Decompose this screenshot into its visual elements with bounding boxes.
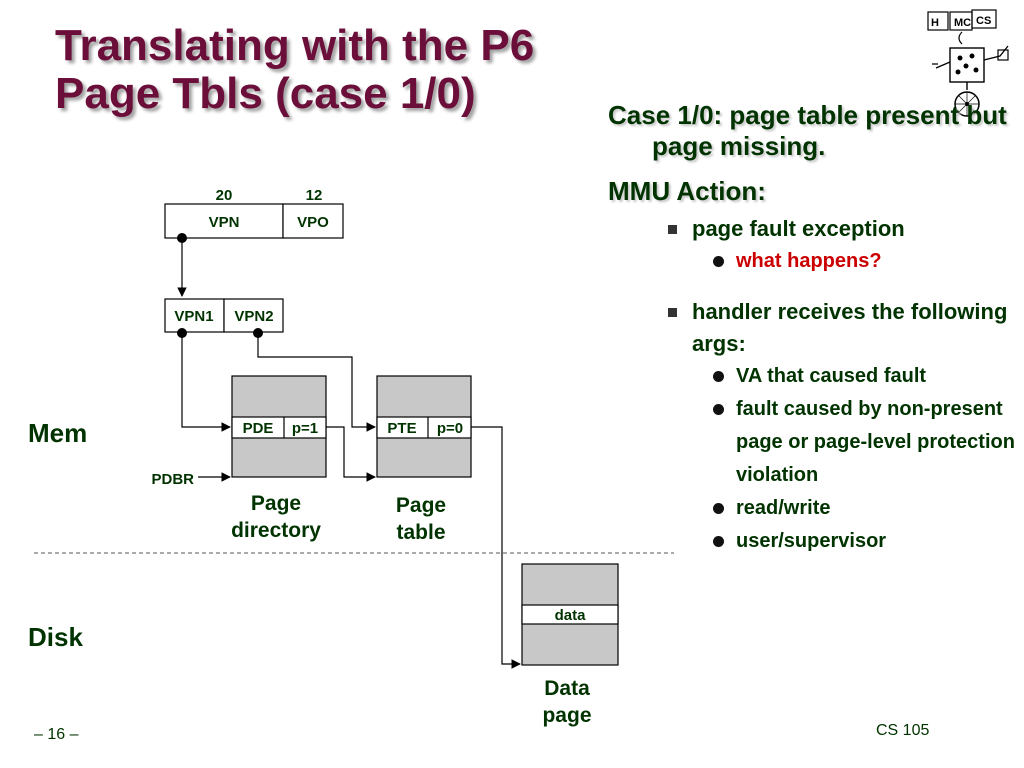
round-bullet-icon [713,256,724,267]
data-label: data [555,607,587,624]
slide-title: Translating with the P6 Page Tbls (case … [55,21,535,118]
case-description: Case 1/0: page table present but page mi… [608,100,1007,161]
round-bullet-icon [713,503,724,514]
vpo-field [282,203,344,239]
vpn-label: VPN [209,214,240,231]
mem-label: Mem [28,418,88,448]
vpn1-label: VPN1 [174,308,213,325]
vpn1-field [164,298,225,333]
page-table-label-line2: table [396,521,445,544]
round-bullet-icon [713,371,724,382]
sub-bullet-va: VA that caused fault [608,360,1018,393]
bullet-text: handler receives the following args: [692,299,1008,356]
data-entry [521,604,619,625]
sub-bullet-user-supervisor: user/supervisor [608,525,1018,558]
slide-number: – 16 – [34,726,79,743]
course-label: CS 105 [876,722,930,739]
svg-text:H: H [931,17,939,29]
sub-bullet-what-happens: what happens? [608,245,1018,278]
bullet-handler-args: handler receives the following args: [608,296,1018,360]
round-bullet-icon [713,404,724,415]
sub-bullet-text: user/supervisor [736,530,887,552]
pde-to-page-table-arrow [326,426,376,482]
sub-bullet-text: read/write [736,497,831,519]
svg-text:MC: MC [954,17,971,29]
data-page-label-line1: Data [544,677,590,700]
right-text-panel: Case 1/0: page table present but page mi… [608,100,1018,558]
pde-present-flag: p=1 [292,420,318,437]
pde-label: PDE [243,420,274,437]
vpn-field [164,203,284,239]
square-bullet-icon [668,225,677,234]
vpn-bits-label: 20 [216,187,233,204]
svg-text:CS: CS [976,15,991,27]
hmc-cs-logo: H MC CS [927,9,1009,117]
sub-bullet-fault-cause: fault caused by non-present page or page… [608,393,1018,492]
pte-present-flag: p=0 [437,420,463,437]
vpn2-label: VPN2 [234,308,273,325]
vpn2-to-pte-arrow [257,333,376,432]
page-directory-label-line1: Page [251,492,301,515]
sub-bullet-text: what happens? [736,250,882,272]
page-directory-label-line2: directory [231,519,321,542]
pdbr-label: PDBR [151,471,194,488]
pte-to-data-page-arrow [471,426,521,669]
round-bullet-icon [713,536,724,547]
vpo-label: VPO [297,214,329,231]
square-bullet-icon [668,308,677,317]
vpn2-field [223,298,284,333]
disk-label: Disk [28,622,83,652]
sub-bullet-text: VA that caused fault [736,365,927,387]
sub-bullet-text: fault caused by non-present page or page… [736,398,1015,486]
page-table-label-line1: Page [396,494,446,517]
bullet-page-fault: page fault exception [608,213,1018,245]
bullet-text: page fault exception [692,216,905,241]
sub-bullet-read-write: read/write [608,492,1018,525]
vpo-bits-label: 12 [306,187,323,204]
vpn1-to-pde-arrow [181,333,231,432]
data-page-label-line2: page [542,704,591,727]
pte-label: PTE [387,420,416,437]
mmu-action-heading: MMU Action: [608,176,766,206]
